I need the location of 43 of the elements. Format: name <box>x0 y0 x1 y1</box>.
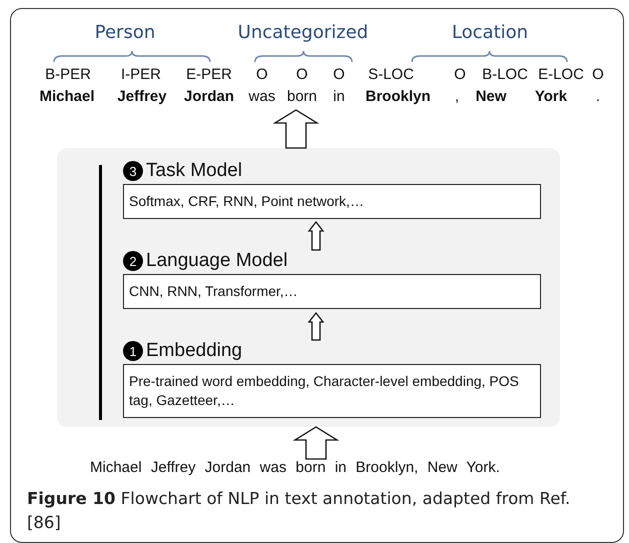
input-sentence: Michael Jeffrey Jordan was born in Brooklyn, New York. <box>90 459 500 479</box>
hollow-arrow <box>292 426 340 460</box>
step-number: 1 <box>123 341 143 361</box>
category-label: Location <box>452 22 528 43</box>
figure-caption: Figure 10 Flowchart of NLP in text annotation, adapted from Ref. [86] <box>27 488 572 534</box>
tag-label: I-PER <box>121 66 161 83</box>
category-label: Uncategorized <box>238 22 368 43</box>
token-text: . <box>596 88 600 105</box>
token-text: Jordan <box>184 88 234 105</box>
tag-label: O <box>592 66 604 83</box>
tag-label: S-LOC <box>368 66 414 83</box>
tag-label: O <box>256 66 268 83</box>
token-text: Brooklyn <box>366 88 430 105</box>
model-box: Pre-trained word embedding, Character-level embedding, POS tag, Gazetteer,… <box>123 364 541 418</box>
token-text: Jeffrey <box>117 88 167 105</box>
model-panel <box>57 148 560 427</box>
hollow-arrow <box>308 220 324 251</box>
tag-label: O <box>454 66 466 83</box>
category-label: Person <box>94 22 156 43</box>
step-number: 3 <box>123 161 143 181</box>
step-number: 2 <box>123 251 143 271</box>
model-section <box>123 160 541 222</box>
model-box: CNN, RNN, Transformer,… <box>123 274 541 309</box>
token-text: Michael <box>39 88 95 105</box>
hollow-arrow <box>308 312 324 341</box>
hollow-arrow <box>272 109 320 149</box>
token-text: was <box>248 88 276 105</box>
model-box: Softmax, CRF, RNN, Point network,… <box>123 184 541 219</box>
token-text: , <box>454 88 460 105</box>
model-section <box>123 340 541 415</box>
section-heading: Language Model <box>146 250 288 272</box>
tag-label: O <box>296 66 308 83</box>
tag-label: E-PER <box>186 66 232 83</box>
tag-label: O <box>333 66 345 83</box>
tag-label: B-PER <box>45 66 91 83</box>
token-text: New <box>476 88 506 105</box>
token-text: in <box>333 88 345 105</box>
tag-label: E-LOC <box>538 66 584 83</box>
tag-label: B-LOC <box>482 66 528 83</box>
section-heading: Task Model <box>146 160 242 182</box>
token-text: born <box>286 88 318 105</box>
section-heading: Embedding <box>146 340 242 362</box>
token-text: York <box>534 88 568 105</box>
